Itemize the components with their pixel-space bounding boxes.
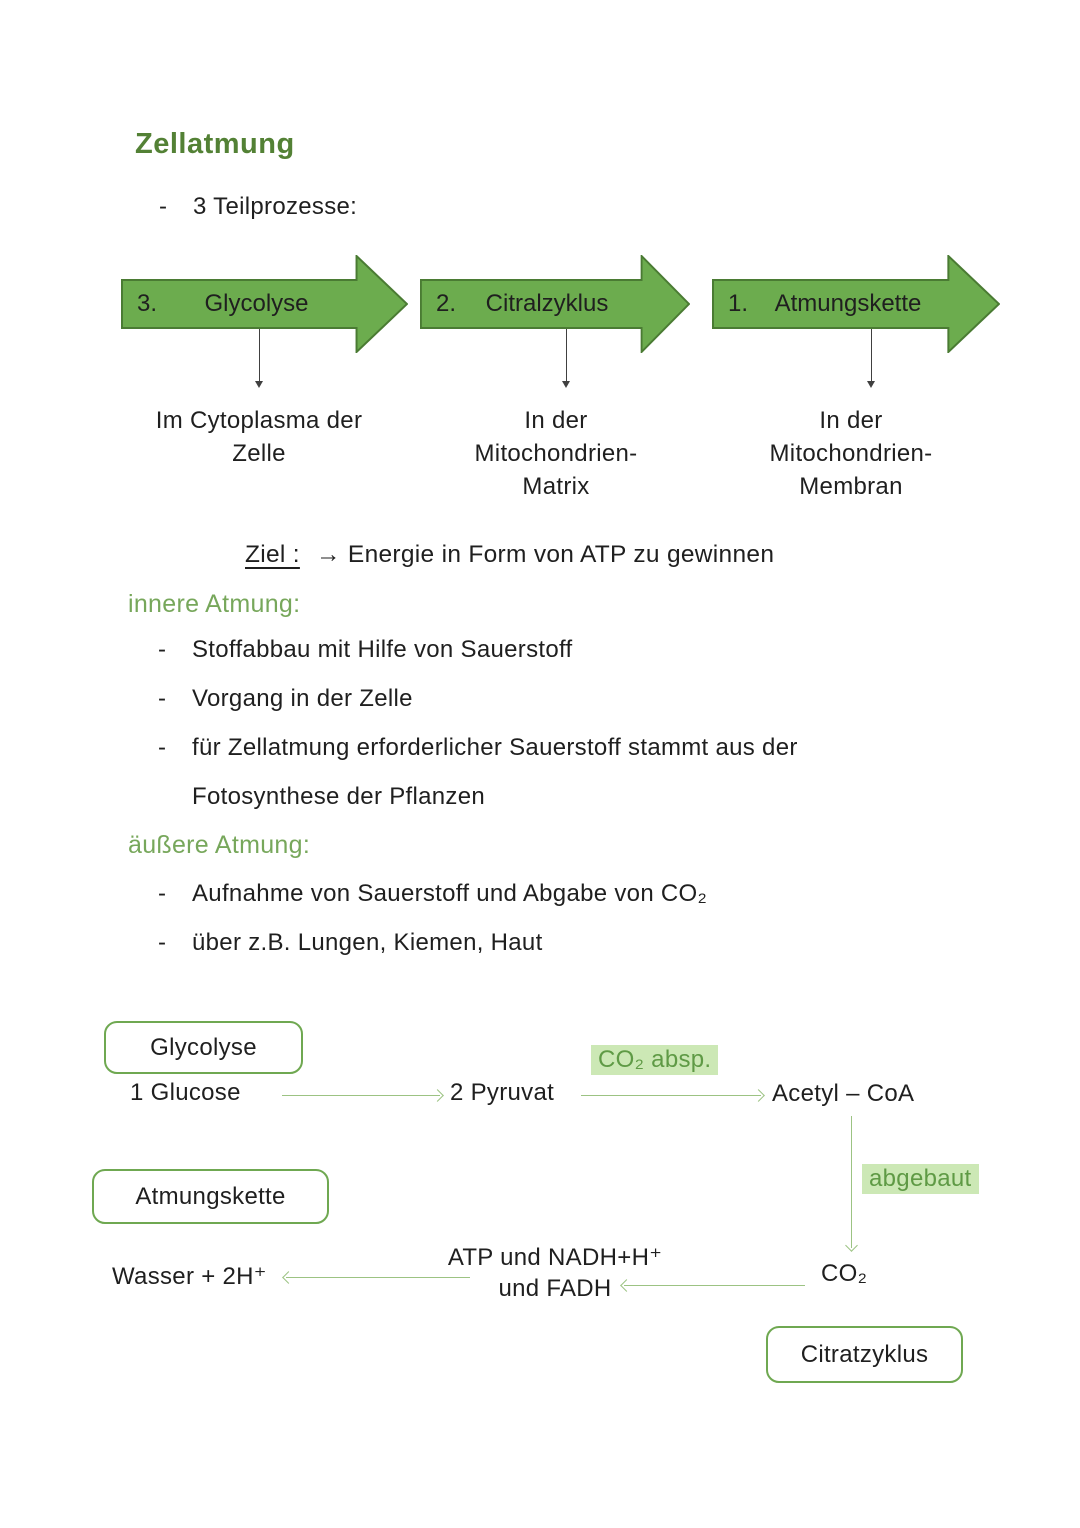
location-line: Mitochondrien- [474, 440, 638, 467]
glycolyse-box-label: Glycolyse [150, 1033, 257, 1061]
right-arrow-icon [420, 255, 690, 353]
arrow-co2-to-atp [624, 1285, 805, 1286]
goal-label: Ziel : [245, 541, 300, 568]
section-heading-innere-atmung: innere Atmung: [128, 590, 301, 618]
bullet-marker: - [159, 193, 168, 220]
arrow-acetyl-to-co2 [851, 1116, 852, 1248]
list-item-text: Vorgang in der Zelle [192, 685, 413, 712]
location-note-glycolyse: Im Cytoplasma der Zelle [99, 404, 419, 470]
intro-line: - 3 Teilprozesse: [159, 193, 357, 221]
process-arrow-label-row: 1. Atmungskette [712, 280, 948, 328]
bullet-marker: - [158, 636, 167, 663]
goal-text: → Energie in Form von ATP zu gewinnen [316, 541, 775, 568]
process-arrow-atmungskette: 1. Atmungskette [712, 255, 1000, 353]
process-step-label: Citralzyklus [485, 290, 609, 317]
list-item-text: über z.B. Lungen, Kiemen, Haut [192, 929, 543, 956]
process-arrow-label-row: 3. Glycolyse [121, 280, 356, 328]
location-line: In der [524, 407, 588, 434]
node-acetyl-coa: Acetyl – CoA [772, 1080, 915, 1107]
highlight-co2-absp: CO₂ absp. [591, 1045, 719, 1075]
list-item: - Aufnahme von Sauerstoff und Abgabe von… [158, 880, 707, 908]
goal-line: Ziel : → Energie in Form von ATP zu gewi… [245, 541, 774, 569]
atmungskette-box: Atmungskette [92, 1169, 329, 1224]
location-note-citralzyklus: In der Mitochondrien- Matrix [396, 404, 716, 503]
bullet-marker: - [158, 929, 167, 956]
right-arrow-icon [712, 255, 1000, 353]
bullet-marker: - [158, 880, 167, 907]
list-item-continuation: Fotosynthese der Pflanzen [192, 783, 486, 810]
page-title: Zellatmung [135, 128, 295, 160]
process-step-label: Atmungskette [774, 290, 922, 317]
process-step-number: 3. [137, 290, 158, 317]
location-note-atmungskette: In der Mitochondrien- Membran [691, 404, 1011, 503]
list-item-text: Stoffabbau mit Hilfe von Sauerstoff [192, 636, 573, 663]
highlight-abgebaut: abgebaut [862, 1164, 979, 1194]
atmungskette-box-label: Atmungskette [135, 1182, 286, 1210]
node-wasser: Wasser + 2H⁺ [112, 1263, 267, 1290]
process-step-number: 1. [728, 290, 749, 317]
node-pyruvat: 2 Pyruvat [450, 1079, 555, 1106]
glycolyse-box: Glycolyse [104, 1021, 303, 1074]
down-arrow-icon [866, 329, 875, 388]
down-arrow-icon [561, 329, 570, 388]
bullet-marker: - [158, 685, 167, 712]
location-line: Mitochondrien- [769, 440, 933, 467]
arrow-pyruvat-to-acetyl [581, 1095, 761, 1096]
down-arrow-icon [254, 329, 263, 388]
arrow-glucose-to-pyruvat [282, 1095, 440, 1096]
citratzyklus-box: Citratzyklus [766, 1326, 963, 1383]
node-atp-nadh: ATP und NADH+H⁺ und FADH [425, 1242, 685, 1304]
process-arrow-citralzyklus: 2. Citralzyklus [420, 255, 690, 353]
location-line: In der [819, 407, 883, 434]
location-line: Matrix [522, 473, 590, 500]
list-item: - über z.B. Lungen, Kiemen, Haut [158, 929, 543, 957]
process-arrow-label-row: 2. Citralzyklus [420, 280, 638, 328]
node-co2: CO₂ [821, 1260, 868, 1287]
atp-line-1: ATP und NADH+H⁺ [447, 1244, 663, 1271]
process-step-number: 2. [436, 290, 457, 317]
arrow-atp-to-wasser [286, 1277, 470, 1278]
intro-text: 3 Teilprozesse: [193, 193, 358, 220]
list-item: - Vorgang in der Zelle [158, 685, 413, 713]
list-item-text: für Zellatmung erforderlicher Sauerstoff… [192, 734, 798, 761]
node-glucose: 1 Glucose [130, 1079, 241, 1106]
citratzyklus-box-label: Citratzyklus [800, 1340, 929, 1368]
bullet-marker: - [158, 734, 167, 761]
section-heading-aeussere-atmung: äußere Atmung: [128, 831, 311, 859]
process-step-label: Glycolyse [204, 290, 309, 317]
right-arrow-icon [121, 255, 408, 353]
list-item: - für Zellatmung erforderlicher Sauersto… [158, 734, 798, 762]
process-arrow-glycolyse: 3. Glycolyse [121, 255, 408, 353]
location-line: Membran [799, 473, 903, 500]
list-item: - Stoffabbau mit Hilfe von Sauerstoff [158, 636, 573, 664]
location-line: Zelle [232, 440, 286, 467]
atp-line-2: und FADH [498, 1275, 612, 1302]
list-item-text: Aufnahme von Sauerstoff und Abgabe von C… [192, 880, 708, 907]
location-line: Im Cytoplasma der [155, 407, 363, 434]
